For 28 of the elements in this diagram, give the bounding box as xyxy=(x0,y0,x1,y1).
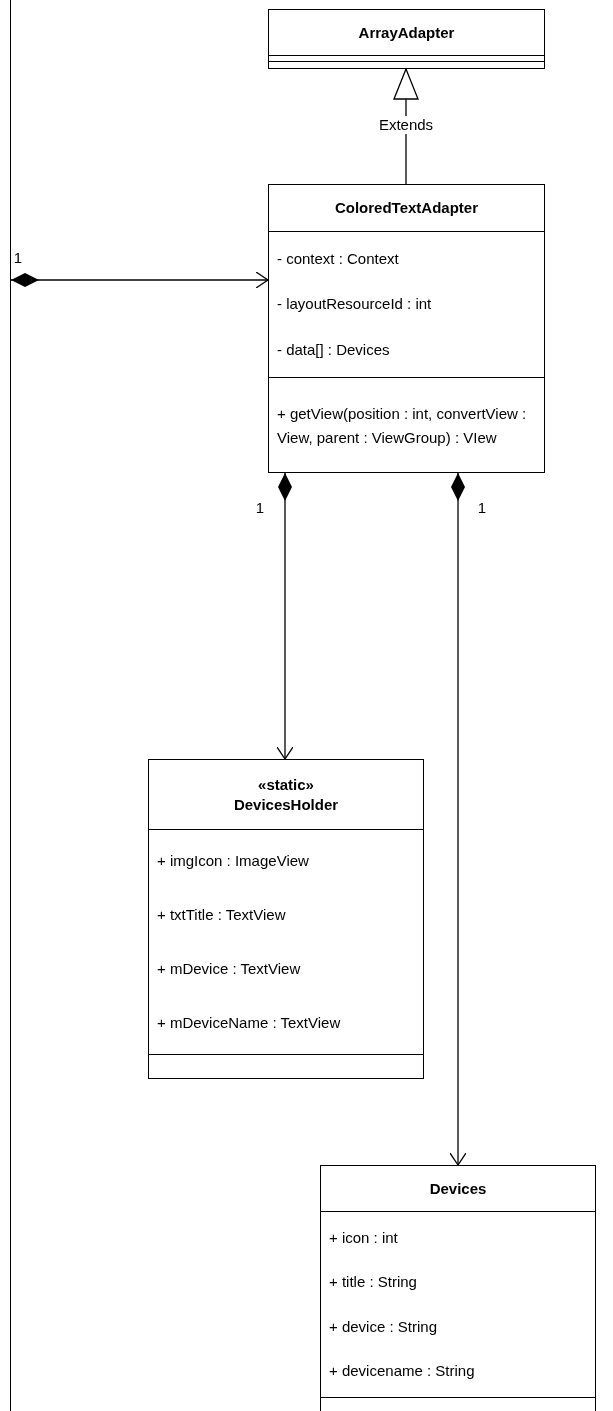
attribute-text: - layoutResourceId : int xyxy=(277,294,433,315)
attribute-text: + icon : int xyxy=(329,1228,399,1249)
class-name: ArrayAdapter xyxy=(358,22,455,43)
attribute-text: - context : Context xyxy=(277,248,400,269)
method-text: + getView(position : int, convertView : View, parent : ViewGroup) : VIew xyxy=(277,404,528,448)
class-box xyxy=(268,184,545,473)
class-box xyxy=(320,1165,596,1411)
class-box xyxy=(268,9,545,69)
attribute-text: + mDeviceName : TextView xyxy=(157,1013,342,1033)
attribute-text: + device : String xyxy=(329,1316,438,1337)
attribute-text: + txtTitle : TextView xyxy=(157,905,287,925)
attribute-text: - data[] : Devices xyxy=(277,340,391,361)
stereotype-text: «static» xyxy=(258,774,314,795)
multiplicity-label: 1 xyxy=(477,499,487,517)
attribute-text: + title : String xyxy=(329,1272,418,1293)
attribute-text: + imgIcon : ImageView xyxy=(157,851,310,871)
connector-arrow xyxy=(393,68,419,185)
connector-arrow xyxy=(449,472,467,1166)
multiplicity-label: 1 xyxy=(255,499,265,517)
attribute-text: + devicename : String xyxy=(329,1360,476,1381)
multiplicity-label: 1 xyxy=(13,249,23,267)
class-name: Devices xyxy=(429,1178,487,1199)
class-name: DevicesHolder xyxy=(233,794,339,815)
class-name: ColoredTextAdapter xyxy=(334,198,479,218)
class-box xyxy=(148,759,424,1079)
connector-arrow xyxy=(10,271,269,289)
connector-arrow xyxy=(276,472,294,760)
attribute-text: + mDevice : TextView xyxy=(157,959,302,979)
